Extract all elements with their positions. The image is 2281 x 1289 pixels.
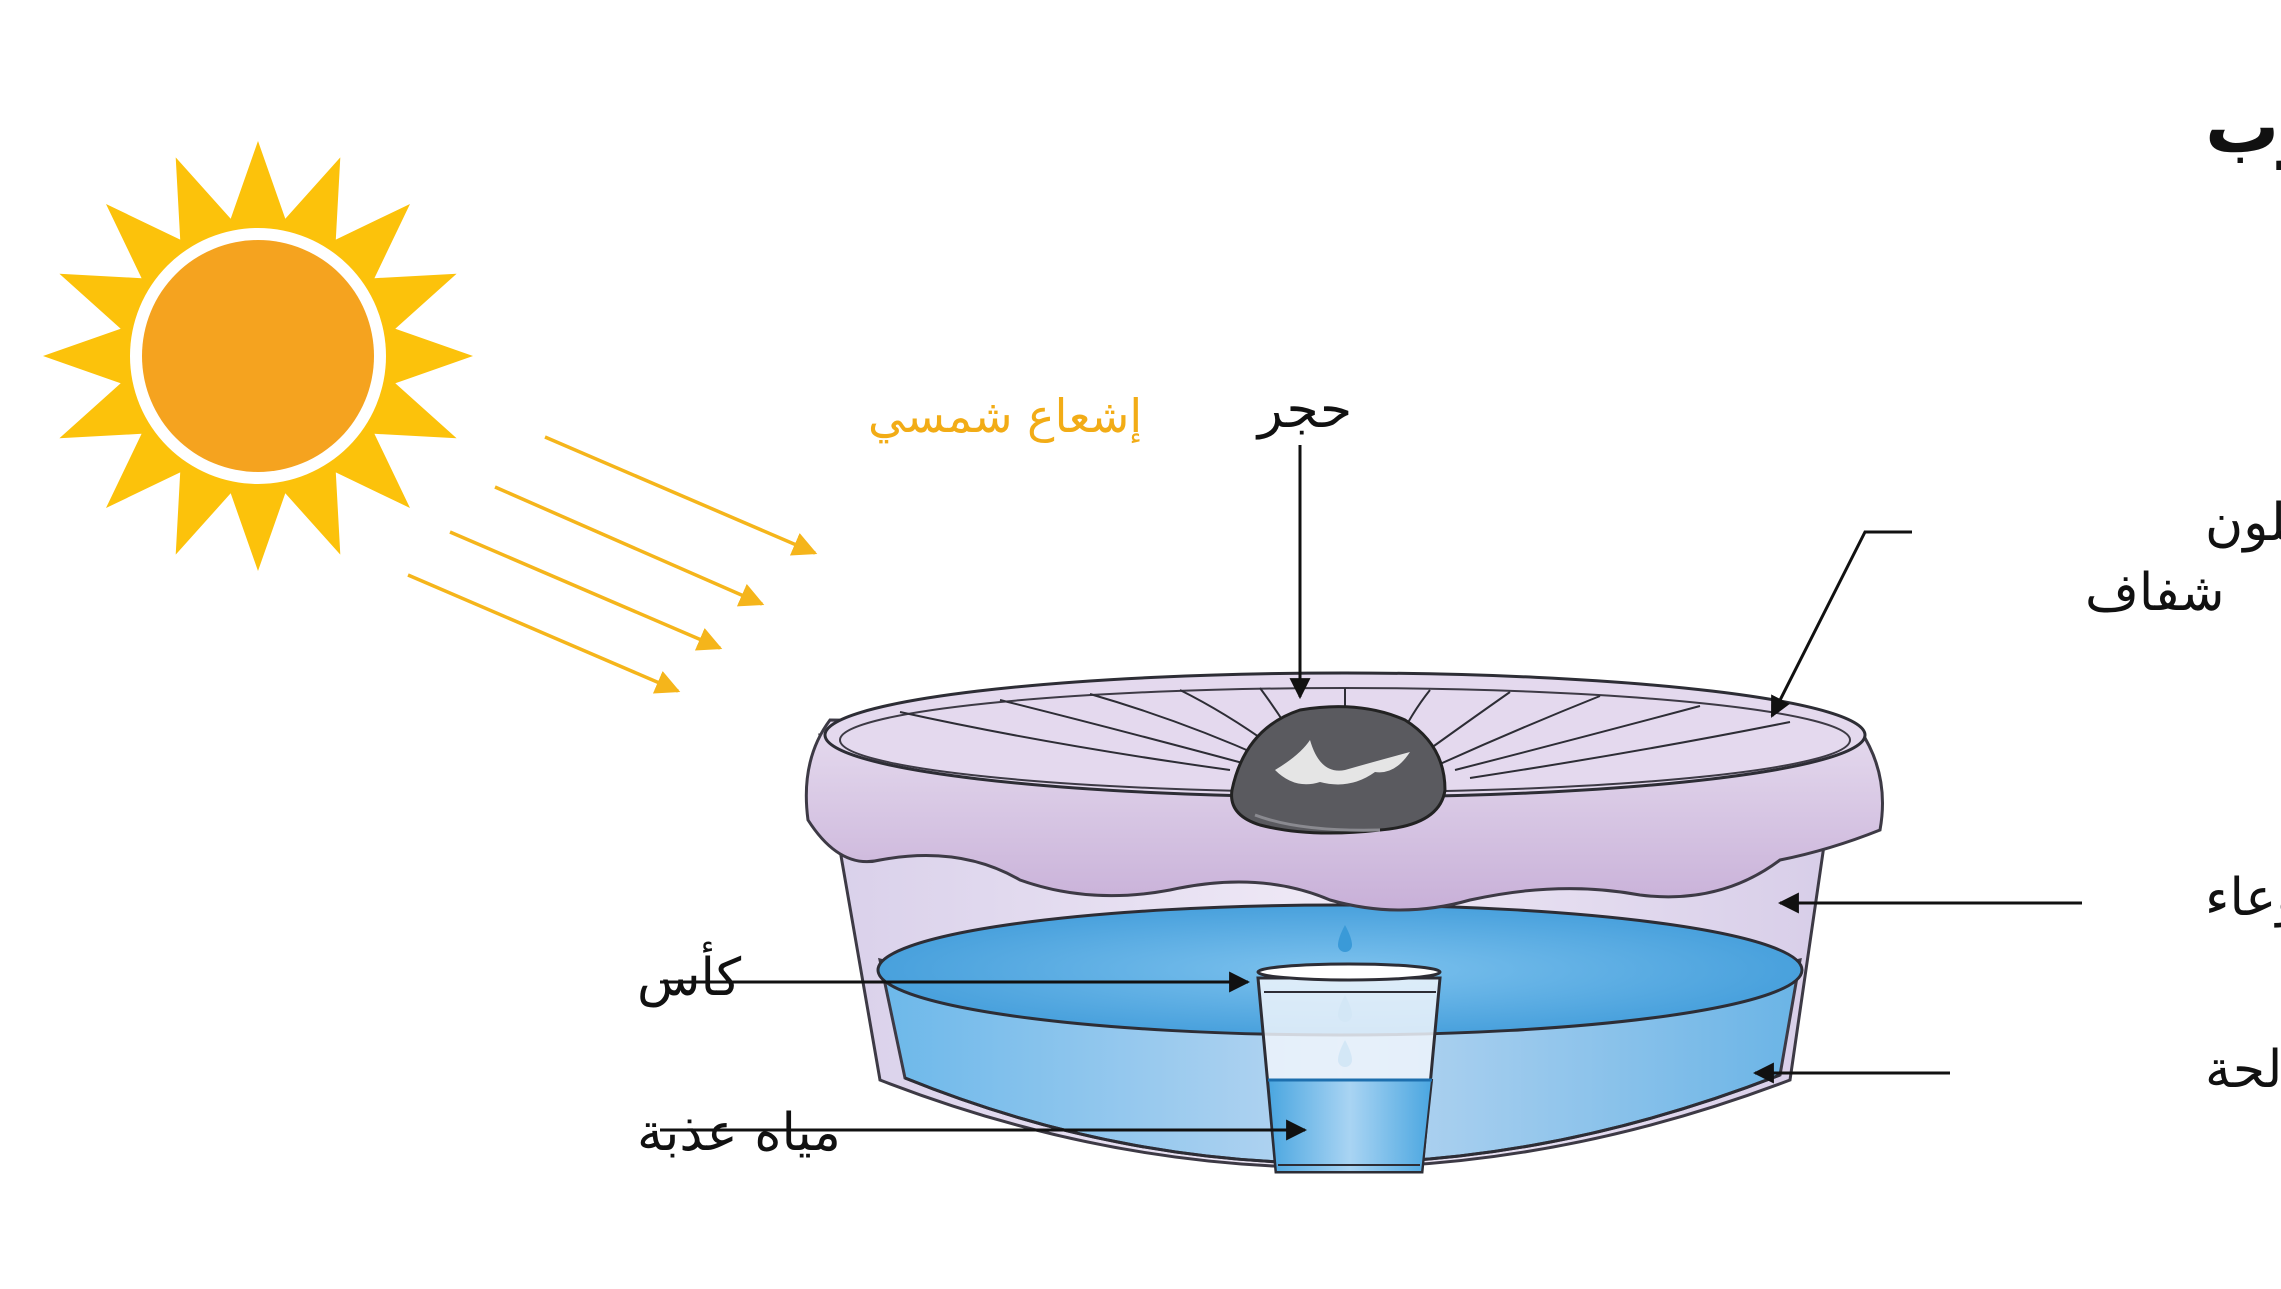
radiation-arrow	[407, 573, 681, 694]
plastic-bag-label-line1: كيس نايلون	[2205, 493, 2281, 553]
plastic-bag-label-line2: شفاف	[2085, 563, 2225, 623]
plastic-bag-pointer	[1770, 530, 1912, 718]
page-title: التقطير- كيف تحول المياه المالحة إلى ميا…	[2205, 84, 2281, 171]
stone-icon	[1230, 705, 1447, 835]
stone-label: حجر	[1255, 380, 1352, 440]
sun-icon	[43, 141, 473, 571]
solar-radiation-arrows	[407, 435, 818, 694]
container-label: وعاء	[2205, 868, 2281, 928]
glass-icon	[1256, 962, 1442, 1174]
solar-radiation-label: إشعاع شمسي	[868, 389, 1142, 444]
salt-water-label: مياه مالحة	[2205, 1040, 2281, 1100]
cup-label: كأس	[637, 941, 741, 1008]
fresh-water-label: مياه عذبة	[637, 1103, 841, 1163]
radiation-arrow	[544, 435, 818, 556]
radiation-arrow	[449, 530, 723, 651]
radiation-arrow	[494, 485, 765, 607]
